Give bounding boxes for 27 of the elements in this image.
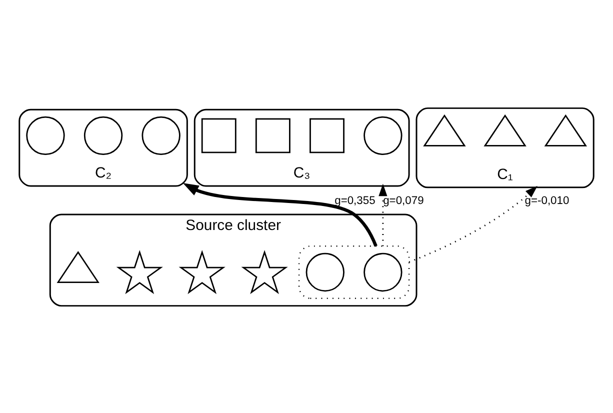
edge-label: g=0,355 xyxy=(334,194,376,206)
node-triangle xyxy=(423,114,466,146)
cluster xyxy=(298,245,410,298)
arrow xyxy=(378,183,388,246)
arrow xyxy=(182,182,378,246)
node-circle xyxy=(84,116,123,155)
node-star xyxy=(241,249,288,294)
node-triangle xyxy=(56,250,100,282)
node-star xyxy=(116,249,163,294)
node-box xyxy=(201,118,236,153)
node-star xyxy=(178,249,226,294)
node-circle xyxy=(364,116,402,155)
node-circle xyxy=(142,116,180,155)
node-box xyxy=(310,118,344,153)
edge-label: g=-0,010 xyxy=(524,194,570,206)
node-circle xyxy=(364,252,402,292)
node-circle xyxy=(306,252,344,292)
cluster: C₁ xyxy=(416,106,594,188)
cluster: C₂ xyxy=(18,108,188,186)
cluster: C₃ xyxy=(194,108,410,186)
node-triangle xyxy=(484,114,526,146)
arrow xyxy=(408,185,538,262)
edge-label: g=0,079 xyxy=(383,194,424,206)
node-circle xyxy=(26,116,65,155)
cluster: Source cluster xyxy=(49,213,418,306)
node-triangle xyxy=(544,114,587,146)
node-box xyxy=(255,118,290,153)
